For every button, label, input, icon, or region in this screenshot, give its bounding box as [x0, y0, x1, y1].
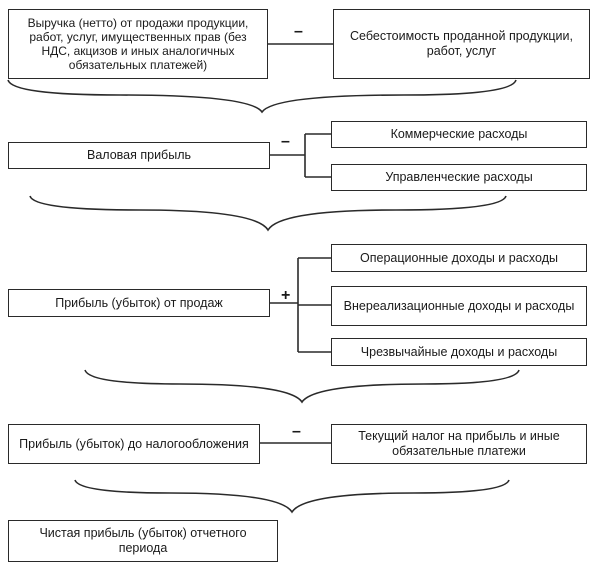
brace-3 [84, 369, 520, 404]
sales-profit-label: Прибыль (убыток) от продаж [55, 295, 223, 310]
revenue-box: Выручка (нетто) от продажи продукции, ра… [8, 9, 268, 79]
operating-income-box: Операционные доходы и расходы [331, 244, 587, 272]
revenue-label: Выручка (нетто) от продажи продукции, ра… [27, 16, 249, 72]
brace-4 [74, 479, 510, 514]
minus-operator-1: – [294, 23, 303, 40]
cost-of-sales-label: Себестоимость проданной продукции, работ… [350, 29, 573, 58]
non-operating-income-label: Внереализационные доходы и расходы [343, 298, 575, 313]
brace-2 [29, 195, 507, 232]
management-expenses-label: Управленческие расходы [385, 170, 533, 184]
net-profit-box: Чистая прибыль (убыток) отчетного период… [8, 520, 278, 562]
pretax-profit-label: Прибыль (убыток) до налогообложения [19, 436, 249, 451]
gross-profit-label: Валовая прибыль [86, 148, 192, 162]
cost-of-sales-box: Себестоимость проданной продукции, работ… [333, 9, 590, 79]
operating-income-label: Операционные доходы и расходы [360, 250, 558, 265]
extraordinary-income-label: Чрезвычайные доходы и расходы [360, 344, 558, 359]
income-tax-box: Текущий налог на прибыль и иные обязател… [331, 424, 587, 464]
brace-1 [7, 79, 517, 114]
gross-profit-box: Валовая прибыль [8, 142, 270, 169]
sales-profit-box: Прибыль (убыток) от продаж [8, 289, 270, 317]
non-operating-income-box: Внереализационные доходы и расходы [331, 286, 587, 326]
minus-operator-3: – [292, 423, 301, 440]
net-profit-label: Чистая прибыль (убыток) отчетного период… [39, 526, 247, 555]
minus-operator-2: – [281, 133, 290, 150]
pretax-profit-box: Прибыль (убыток) до налогообложения [8, 424, 260, 464]
plus-operator: + [281, 287, 291, 304]
management-expenses-box: Управленческие расходы [331, 164, 587, 191]
commercial-expenses-box: Коммерческие расходы [331, 121, 587, 148]
income-tax-label: Текущий налог на прибыль и иные обязател… [358, 429, 560, 458]
extraordinary-income-box: Чрезвычайные доходы и расходы [331, 338, 587, 366]
commercial-expenses-label: Коммерческие расходы [390, 127, 528, 141]
